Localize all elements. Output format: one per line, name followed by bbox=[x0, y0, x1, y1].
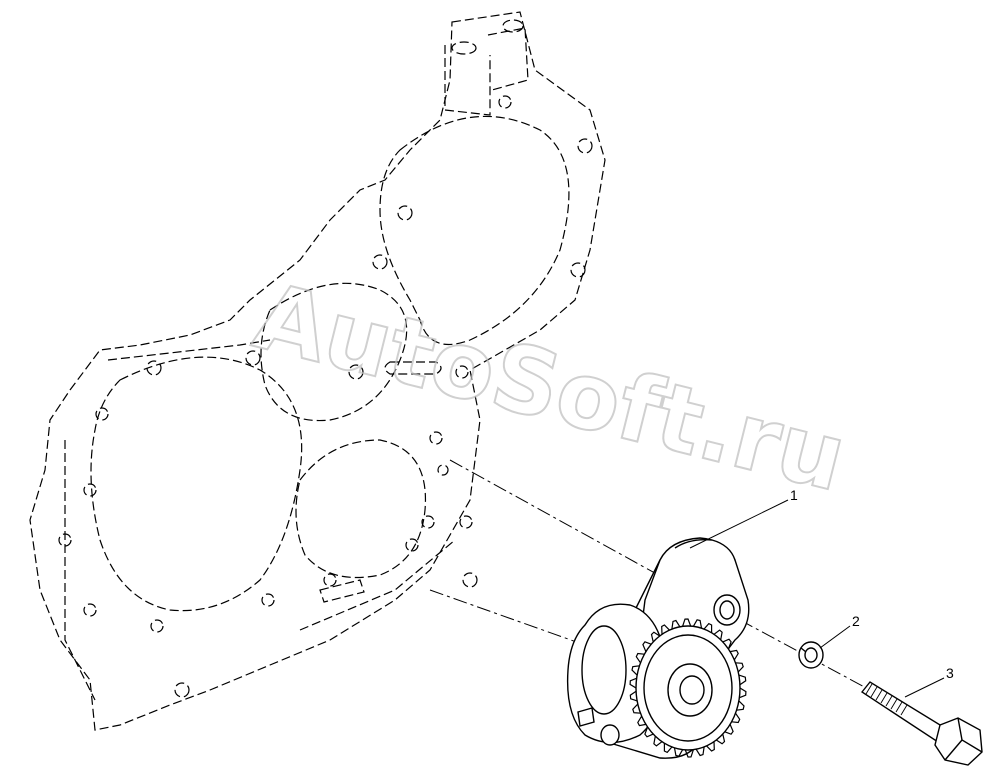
gear-tooth bbox=[729, 649, 739, 661]
gear-tooth bbox=[673, 747, 684, 757]
pump-gear-teeth bbox=[629, 618, 747, 758]
callout-2: 2 bbox=[852, 613, 860, 629]
gear-tooth bbox=[695, 746, 705, 757]
hex-bolt bbox=[860, 681, 983, 766]
callout-leaders bbox=[689, 499, 945, 698]
pump-gear bbox=[635, 625, 741, 751]
gear-tooth bbox=[731, 712, 741, 724]
gear-tooth bbox=[644, 726, 654, 738]
watermark: AutoSoft.ru bbox=[245, 263, 856, 513]
gear-tooth bbox=[671, 619, 681, 630]
gear-tooth bbox=[736, 700, 745, 711]
gear-tooth bbox=[661, 624, 670, 635]
gear-tooth bbox=[682, 618, 692, 627]
gear-tooth bbox=[642, 641, 652, 652]
gear-housing-phantom bbox=[29, 11, 606, 731]
gear-tooth bbox=[684, 749, 694, 758]
gear-tooth bbox=[632, 703, 641, 714]
gear-tooth bbox=[637, 715, 647, 727]
callout-3: 3 bbox=[946, 665, 954, 681]
gear-tooth bbox=[724, 724, 734, 735]
gear-tooth bbox=[663, 743, 673, 754]
oil-pump-assembly bbox=[566, 537, 750, 759]
gear-tooth bbox=[692, 619, 703, 629]
lock-washer bbox=[798, 641, 824, 669]
gear-tooth bbox=[706, 741, 715, 752]
gear-tooth bbox=[635, 652, 645, 664]
gear-tooth bbox=[722, 638, 732, 650]
gear-tooth bbox=[713, 629, 723, 640]
callout-1: 1 bbox=[790, 487, 798, 503]
gear-tooth bbox=[629, 690, 638, 702]
gear-tooth bbox=[739, 687, 747, 699]
gear-tooth bbox=[653, 736, 663, 747]
gear-tooth bbox=[738, 674, 747, 686]
gear-tooth bbox=[629, 677, 637, 689]
gear-tooth bbox=[715, 733, 726, 745]
gear-tooth bbox=[703, 622, 713, 633]
gear-tooth bbox=[631, 665, 640, 676]
gear-tooth bbox=[650, 631, 661, 643]
gear-tooth bbox=[735, 662, 744, 673]
